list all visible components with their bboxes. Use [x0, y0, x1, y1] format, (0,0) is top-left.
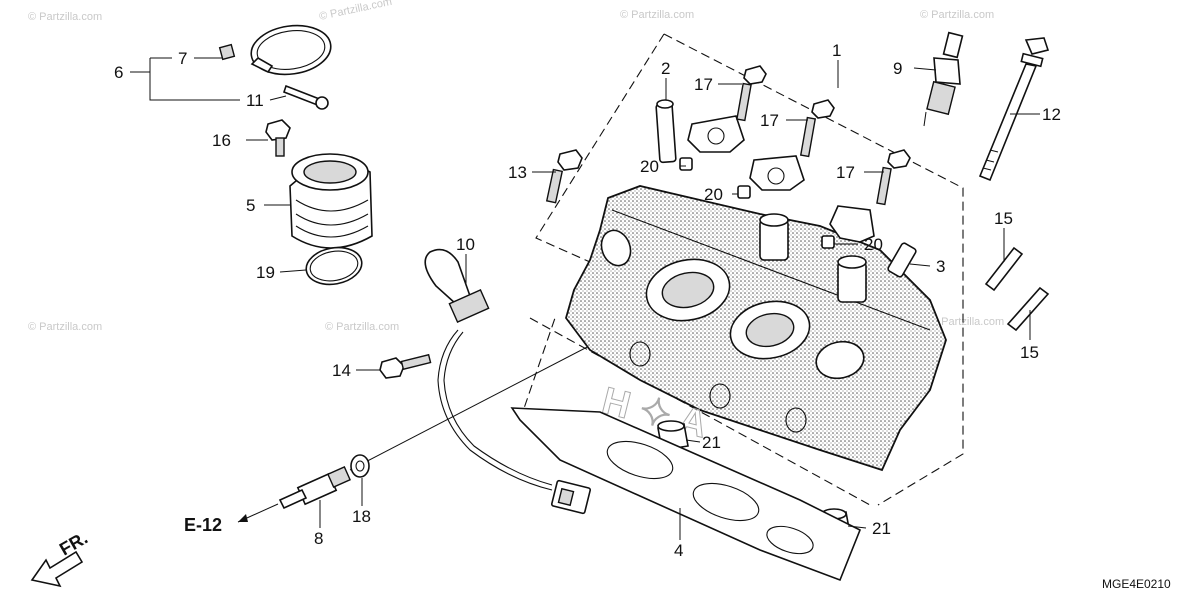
dowel-3	[887, 242, 917, 278]
callout-8: 8	[314, 529, 323, 548]
watermark-text: © Partzilla.com	[28, 11, 102, 23]
callout-21-b: 21	[872, 519, 891, 538]
callout-12: 12	[1042, 105, 1061, 124]
callout-16: 16	[212, 131, 231, 150]
washer-18	[350, 454, 370, 478]
callout-3: 3	[936, 257, 945, 276]
callout-19: 19	[256, 263, 275, 282]
stud-bolt-12	[978, 37, 1050, 182]
bolt-14	[379, 353, 432, 379]
watermark-text: © Partzilla.com	[28, 321, 102, 333]
callout-4: 4	[674, 541, 683, 560]
diagram-code: MGE4E0210	[1102, 577, 1171, 591]
callout-15-upper: 15	[994, 209, 1013, 228]
front-arrow: FR.	[30, 528, 91, 588]
callout-17-c: 17	[836, 163, 855, 182]
callout-13: 13	[508, 163, 527, 182]
bolt-13	[545, 149, 583, 204]
bolts-17	[736, 65, 911, 206]
clamp-band-part	[218, 24, 332, 110]
o-ring-19	[305, 246, 363, 286]
watermark-text: © Partzilla.com	[318, 0, 393, 23]
watermark-text: © Partzilla.com	[325, 321, 399, 333]
callout-9: 9	[893, 59, 902, 78]
callout-17-a: 17	[694, 75, 713, 94]
sensor-10	[424, 248, 592, 515]
spark-plug-9	[923, 31, 964, 127]
callout-7: 7	[178, 49, 187, 68]
callout-15-lower: 15	[1020, 343, 1039, 362]
callout-14: 14	[332, 361, 351, 380]
callout-10: 10	[456, 235, 475, 254]
callout-20-c: 20	[864, 235, 883, 254]
insulator-5	[289, 153, 373, 249]
watermark-text: © Partzilla.com	[620, 9, 694, 21]
sensor-8	[278, 329, 621, 510]
dowel-2	[655, 99, 677, 164]
front-label: FR.	[56, 528, 91, 560]
callout-2: 2	[661, 59, 670, 78]
head-gasket-4	[510, 407, 862, 582]
callout-6: 6	[114, 63, 123, 82]
callout-20-b: 20	[704, 185, 723, 204]
callout-labels: 1 2 3 4 5 6 7 8 9 10 11 12 13 14 15 15 1…	[114, 41, 1061, 560]
callout-18: 18	[352, 507, 371, 526]
callout-1: 1	[832, 41, 841, 60]
cam-holders	[687, 115, 875, 243]
studs-15	[984, 246, 1050, 332]
callout-5: 5	[246, 196, 255, 215]
pins-20	[679, 157, 835, 249]
reference-e12-label: E-12	[184, 515, 222, 535]
callout-21-a: 21	[702, 433, 721, 452]
callout-11: 11	[246, 91, 264, 110]
callout-20-a: 20	[640, 157, 659, 176]
watermark-text: © Partzilla.com	[920, 9, 994, 21]
watermark-text: © Partzilla.com	[930, 316, 1004, 328]
leader-lines	[130, 57, 1040, 540]
callout-17-b: 17	[760, 111, 779, 130]
bolt-16	[265, 119, 291, 157]
